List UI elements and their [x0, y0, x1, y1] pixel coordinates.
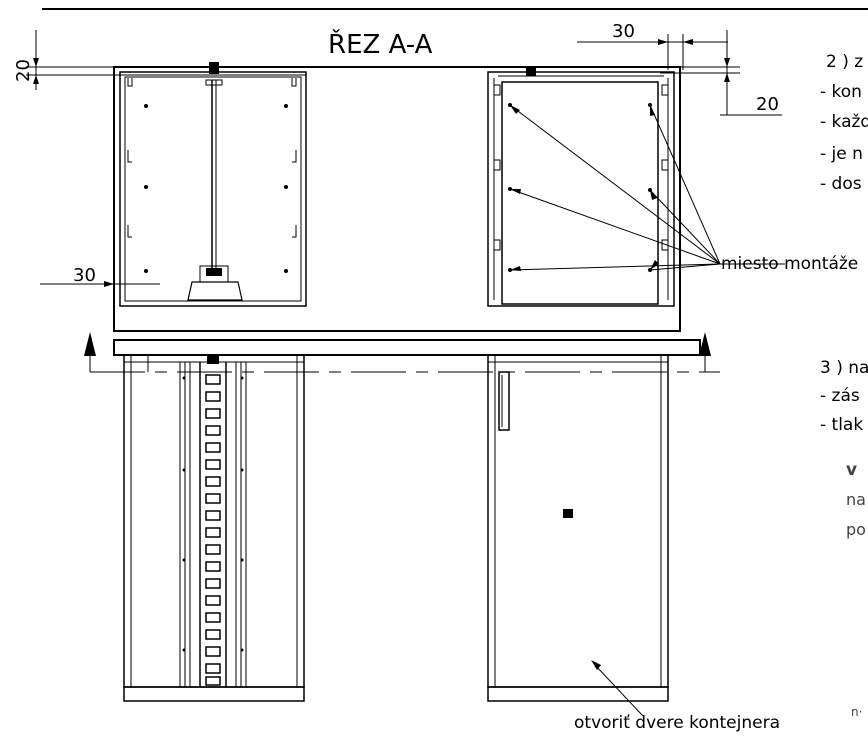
door-leader — [591, 660, 644, 717]
dim-top-right-width: 30 — [612, 21, 635, 42]
section-cut-marks — [84, 332, 720, 373]
note3-line-2: - zás — [820, 386, 860, 406]
mounting-leaders — [509, 104, 785, 271]
note2-line-5: - dos — [820, 174, 862, 194]
note-small-line-2: na — [846, 490, 866, 509]
worktop — [113, 339, 701, 356]
right-cabinet-section — [487, 68, 675, 307]
note2-line-1: 2 ) z — [826, 52, 863, 72]
note-small-line-3: po — [846, 520, 866, 539]
lower-right-cabinet — [147, 354, 669, 702]
note-small-bottom: n· — [851, 705, 862, 719]
dimension-top-left: 20 — [13, 30, 120, 90]
note-small-line-1: v — [846, 460, 857, 480]
note3-line-3: - tlak — [820, 415, 863, 435]
door-label: otvoriť dvere kontejnera — [574, 713, 780, 733]
note2-line-2: - kon — [820, 82, 862, 102]
section-title: ŘEZ A-A — [328, 28, 433, 60]
mounting-label: miesto montáže — [721, 254, 858, 274]
upper-section-frame — [113, 66, 681, 332]
dim-left-inset-value: 30 — [73, 265, 96, 286]
lower-left-cabinet — [123, 354, 305, 702]
dim-top-left-value: 20 — [13, 59, 34, 82]
note-2: 2 ) z - kon - každ - je n - dos — [820, 52, 868, 194]
note-3: 3 ) na - zás - tlak — [820, 358, 868, 435]
note-small: v na po n· — [846, 460, 866, 719]
left-cabinet-section — [119, 62, 307, 307]
note3-line-1: 3 ) na — [820, 358, 868, 378]
note2-line-4: - je n — [820, 144, 863, 164]
dim-top-right-height: 20 — [756, 94, 779, 115]
note2-line-3: - každ — [820, 112, 868, 132]
dimension-left-inset: 30 — [40, 265, 160, 287]
